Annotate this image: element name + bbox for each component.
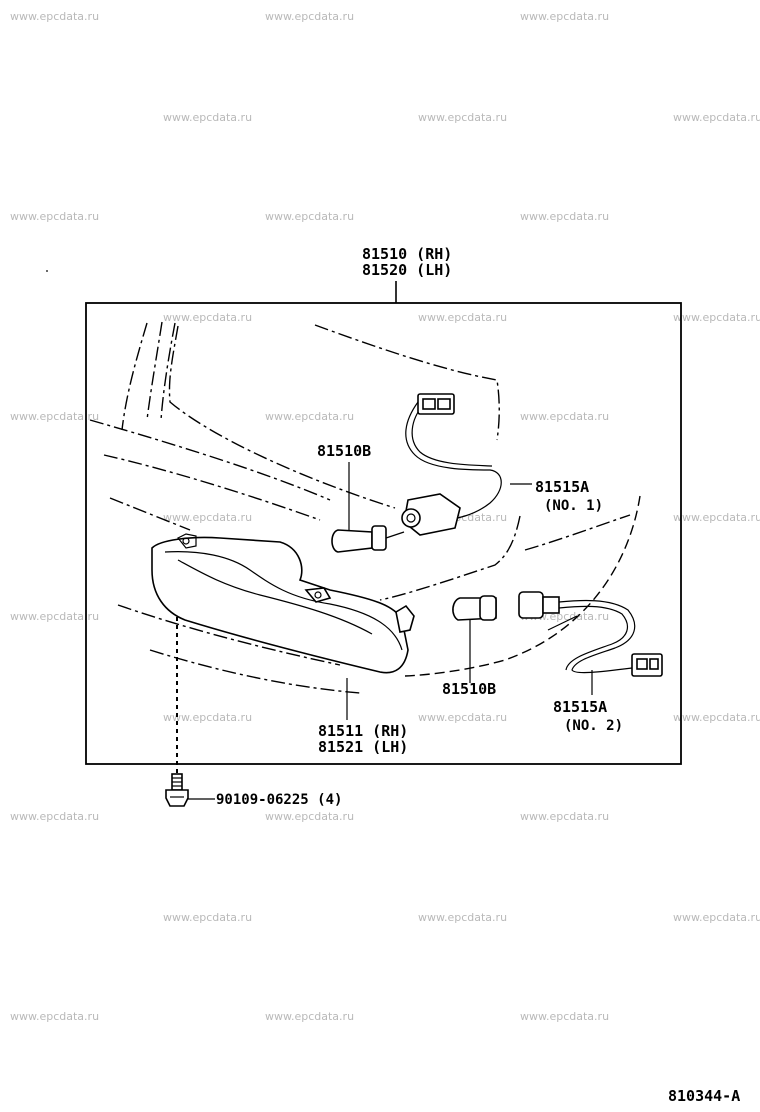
watermark: www.epcdata.ru (163, 711, 252, 724)
lens-housing (151, 533, 415, 674)
watermark: www.epcdata.ru (10, 10, 99, 23)
watermark: www.epcdata.ru (673, 711, 760, 724)
watermark: www.epcdata.ru (265, 410, 354, 423)
figure-id-label: 810344-A (668, 1087, 740, 1105)
bulb-lower-label: 81510B (442, 680, 496, 698)
watermark: www.epcdata.ru (163, 311, 252, 324)
watermark: www.epcdata.ru (673, 511, 760, 524)
lens-rh-label: 81511 (RH) (318, 722, 408, 740)
socket-no1-note-label: (NO. 1) (544, 498, 603, 514)
watermark: www.epcdata.ru (265, 1010, 354, 1023)
bulb-upper-label: 81510B (317, 442, 371, 460)
screw-label: 90109-06225 (4) (216, 792, 342, 808)
watermark: www.epcdata.ru (265, 810, 354, 823)
watermark: www.epcdata.ru (418, 711, 507, 724)
watermark: www.epcdata.ru (520, 210, 609, 223)
watermark: www.epcdata.ru (265, 210, 354, 223)
watermark: www.epcdata.ru (520, 410, 609, 423)
assembly-frame (85, 302, 682, 765)
body-outline (89, 321, 641, 694)
watermark: www.epcdata.ru (418, 911, 507, 924)
watermark: www.epcdata.ru (418, 111, 507, 124)
watermark-layer: www.epcdata.ru www.epcdata.ru www.epcdat… (10, 10, 760, 1023)
bulb-lower (452, 595, 497, 621)
watermark: www.epcdata.ru (520, 10, 609, 23)
watermark: www.epcdata.ru (163, 111, 252, 124)
socket-no2-part-label: 81515A (553, 698, 607, 716)
watermark: www.epcdata.ru (163, 911, 252, 924)
watermark: www.epcdata.ru (10, 410, 99, 423)
watermark: www.epcdata.ru (673, 311, 760, 324)
watermark: www.epcdata.ru (10, 1010, 99, 1023)
lens-lh-label: 81521 (LH) (318, 738, 408, 756)
watermark: www.epcdata.ru (163, 511, 252, 524)
socket-no1 (401, 393, 502, 536)
watermark: www.epcdata.ru (418, 311, 507, 324)
bulb-upper (331, 525, 405, 553)
watermark: www.epcdata.ru (673, 111, 760, 124)
watermark: www.epcdata.ru (265, 10, 354, 23)
socket-no1-part-label: 81515A (535, 478, 589, 496)
watermark: www.epcdata.ru (10, 610, 99, 623)
assembly-lh-label: 81520 (LH) (362, 261, 452, 279)
socket-no2 (518, 591, 663, 677)
watermark: www.epcdata.ru (673, 911, 760, 924)
watermark: www.epcdata.ru (10, 810, 99, 823)
socket-no2-note-label: (NO. 2) (564, 718, 623, 734)
screw-icon (165, 773, 189, 807)
watermark: www.epcdata.ru (520, 1010, 609, 1023)
assembly-rh-label: 81510 (RH) (362, 245, 452, 263)
watermark: www.epcdata.ru (10, 210, 99, 223)
stray-dot (46, 270, 48, 272)
socket-no2-pointer (547, 615, 578, 631)
watermark: www.epcdata.ru (520, 810, 609, 823)
